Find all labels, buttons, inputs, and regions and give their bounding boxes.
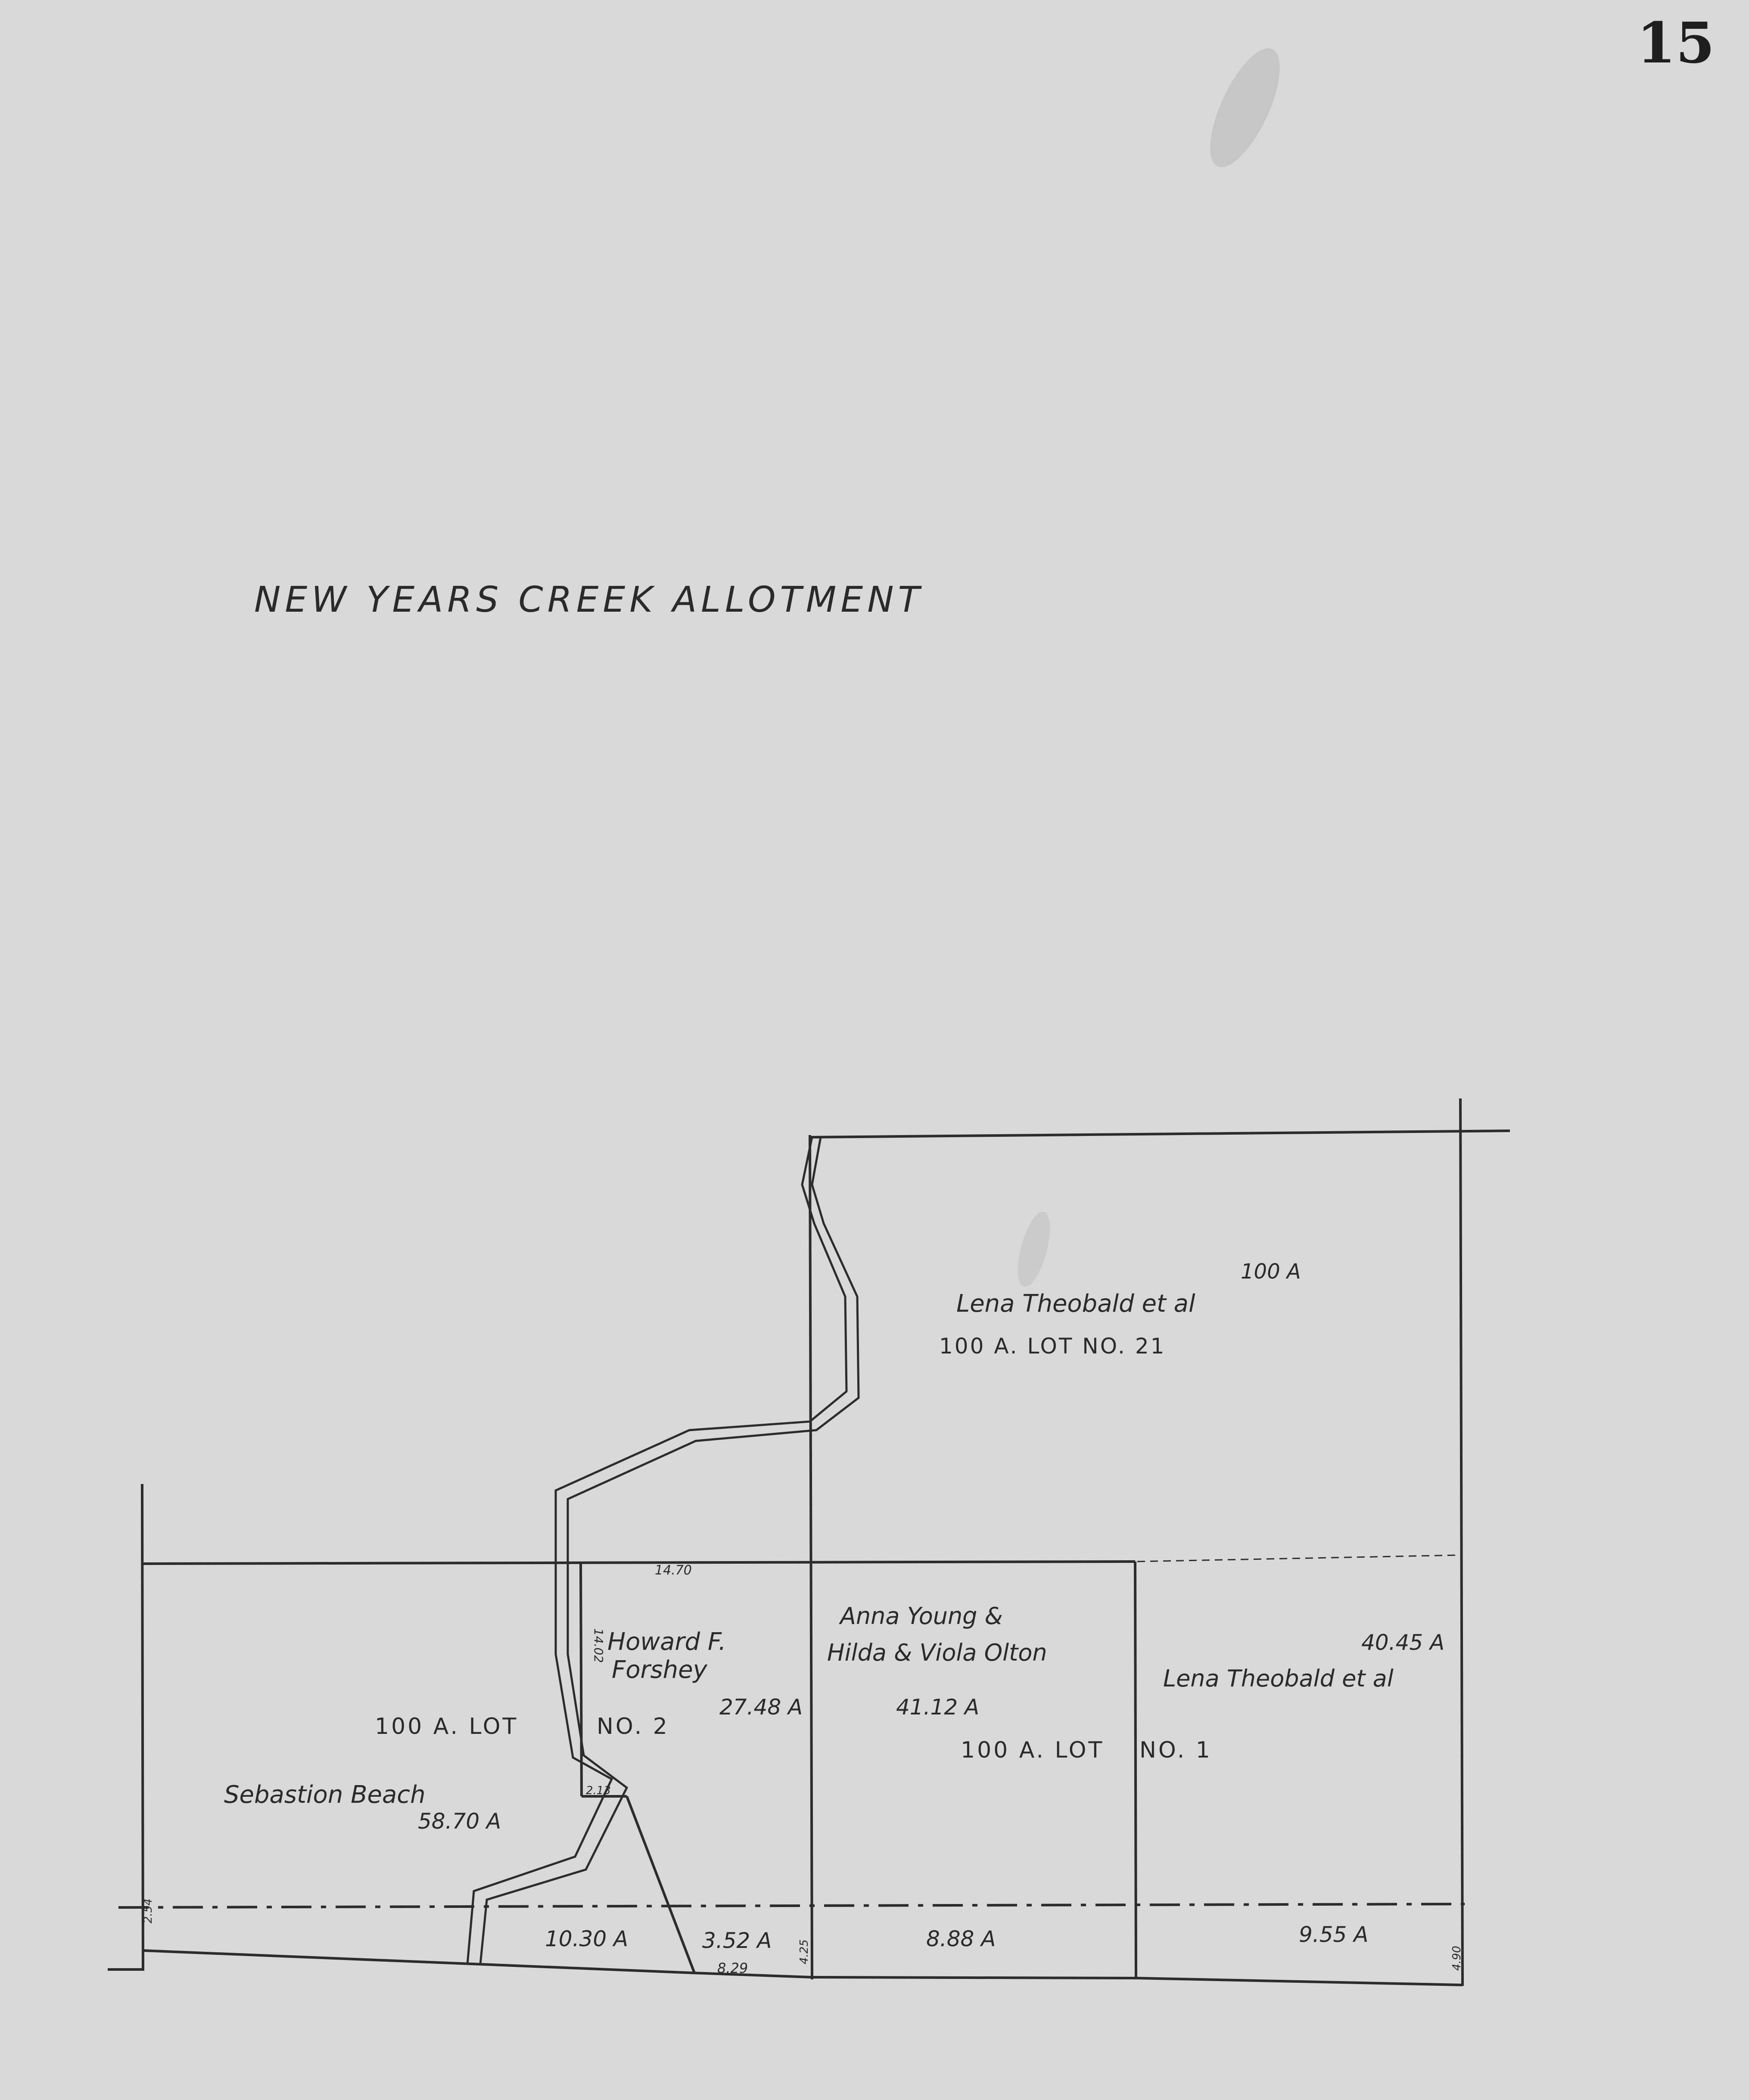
- creek: [466, 1137, 860, 1965]
- theobald-east-dashed-boundary: [1137, 1554, 1461, 1562]
- stain-top-right: [1210, 48, 1280, 167]
- dash-dot-line: [118, 1903, 1465, 1909]
- forshey-west-boundary: [579, 1563, 583, 1797]
- strip-acres-c: 8.88 A: [926, 1926, 996, 1951]
- dim-creek-bottom: 2.13: [586, 1784, 611, 1797]
- theobald-east-owner: Lena Theobald et al: [1163, 1665, 1394, 1692]
- young-olton-owner-line1: Anna Young &: [839, 1602, 1003, 1630]
- south-boundary: [143, 1949, 1463, 1986]
- strip-acres-a: 10.30 A: [545, 1926, 628, 1951]
- sheet-number: 15: [1637, 10, 1715, 76]
- lot1-label-right: NO. 1: [1139, 1737, 1212, 1763]
- lot2-label-right: NO. 2: [597, 1714, 669, 1739]
- beach-acres: 58.70 A: [418, 1809, 501, 1834]
- east-boundary: [1459, 1098, 1464, 1986]
- map-title: NEW YEARS CREEK ALLOTMENT: [254, 579, 924, 620]
- creek-bank-east: [479, 1137, 860, 1965]
- lot2-lot1-north-boundary: [142, 1560, 1136, 1565]
- lot1-east-boundary: [1134, 1561, 1137, 1980]
- lot1-label-left: 100 A. LOT: [961, 1737, 1104, 1763]
- young-olton-acres: 41.12 A: [896, 1695, 979, 1720]
- young-olton-owner-line2: Hilda & Viola Olton: [827, 1639, 1047, 1666]
- lot2-label-left: 100 A. LOT: [375, 1714, 518, 1739]
- theobald-east-acres: 40.45 A: [1361, 1630, 1444, 1655]
- forshey-owner-line1: Howard F.: [607, 1628, 726, 1656]
- strip-acres-b: 3.52 A: [702, 1928, 772, 1953]
- strip-acres-d: 9.55 A: [1299, 1922, 1368, 1947]
- dim-creek-side: 14.02: [591, 1628, 606, 1663]
- dim-bottom-mid: 8.29: [717, 1960, 748, 1976]
- forshey-owner-line2: Forshey: [612, 1656, 708, 1684]
- dim-left-edge: 2.54: [142, 1898, 155, 1923]
- west-boundary: [141, 1484, 144, 1971]
- creek-bank-west: [466, 1137, 848, 1965]
- dim-top-lot2: 14.70: [655, 1563, 692, 1578]
- forshey-diagonal-boundary: [626, 1795, 696, 1974]
- lot21-acres: 100 A: [1241, 1260, 1301, 1284]
- lot21-top-boundary: [809, 1129, 1510, 1139]
- dim-right-edge: 4.90: [1450, 1946, 1463, 1971]
- dim-mid-line: 4.25: [798, 1939, 811, 1964]
- lot21-west-boundary: [809, 1135, 813, 1980]
- forshey-acres: 27.48 A: [719, 1695, 803, 1720]
- lot21-owner: Lena Theobald et al: [956, 1290, 1195, 1318]
- lot21-label: 100 A. LOT NO. 21: [939, 1334, 1166, 1359]
- stain-center: [1018, 1211, 1050, 1287]
- beach-owner: Sebastion Beach: [224, 1781, 426, 1809]
- lot-boundaries: [108, 1098, 1510, 1986]
